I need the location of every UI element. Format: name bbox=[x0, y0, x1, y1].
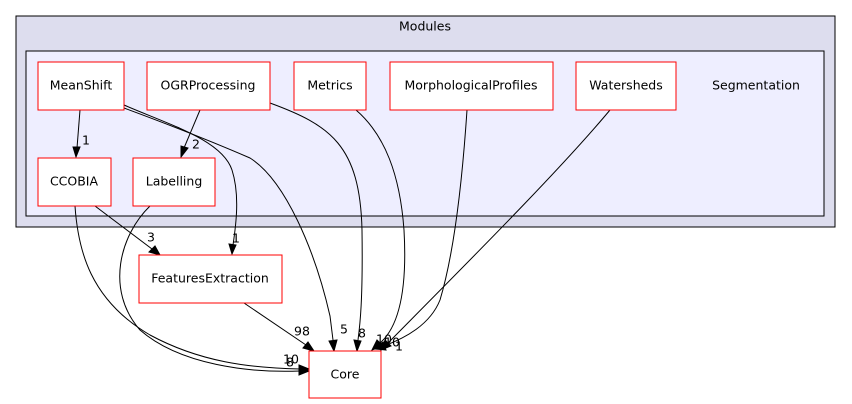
edge-labelling-core[interactable]: 8 bbox=[119, 205, 311, 376]
edge-label-meanshift-ccobia: 1 bbox=[82, 133, 90, 148]
edge-label-watersheds-core: 1 bbox=[395, 339, 403, 354]
node-watersheds[interactable]: Watersheds bbox=[575, 61, 677, 111]
node-labelling[interactable]: Labelling bbox=[132, 157, 216, 207]
edge-ogrprocessing-core[interactable]: 8 bbox=[269, 102, 366, 353]
node-metrics[interactable]: Metrics bbox=[293, 61, 367, 111]
edge-label-ccobia-featuresextraction: 3 bbox=[147, 230, 155, 245]
cluster-segmentation-label: Segmentation bbox=[712, 78, 800, 93]
edges: 1 2 3 1 98 bbox=[72, 102, 611, 376]
edge-ogrprocessing-labelling[interactable]: 2 bbox=[180, 109, 201, 159]
edge-meanshift-core[interactable]: 5 bbox=[123, 107, 348, 353]
node-core[interactable]: Core bbox=[308, 350, 382, 399]
edge-label-ogrprocessing-core: 8 bbox=[358, 326, 366, 341]
node-ogrprocessing[interactable]: OGRProcessing bbox=[146, 61, 271, 111]
edge-label-ccobia-core: 10 bbox=[283, 352, 299, 367]
edge-meanshift-featuresextraction[interactable]: 1 bbox=[123, 104, 240, 256]
edge-ccobia-featuresextraction[interactable]: 3 bbox=[94, 205, 162, 256]
edge-label-ogrprocessing-labelling: 2 bbox=[192, 137, 200, 152]
edge-label-meanshift-featuresextraction: 1 bbox=[232, 231, 240, 246]
node-ccobia[interactable]: CCOBIA bbox=[37, 157, 112, 207]
node-featuresextraction[interactable]: FeaturesExtraction bbox=[138, 254, 283, 304]
node-morphologicalprofiles[interactable]: MorphologicalProfiles bbox=[389, 61, 554, 111]
edge-label-featuresextraction-core: 98 bbox=[294, 324, 310, 339]
node-meanshift[interactable]: MeanShift bbox=[37, 61, 125, 111]
edge-watersheds-core[interactable]: 1 bbox=[380, 109, 611, 354]
cluster-modules-label: Modules bbox=[399, 19, 451, 34]
edge-label-labelling-core: 8 bbox=[286, 355, 294, 370]
edge-label-meanshift-core: 5 bbox=[340, 322, 348, 337]
edge-featuresextraction-core[interactable]: 98 bbox=[243, 302, 316, 352]
edge-meanshift-ccobia[interactable]: 1 bbox=[72, 109, 90, 159]
